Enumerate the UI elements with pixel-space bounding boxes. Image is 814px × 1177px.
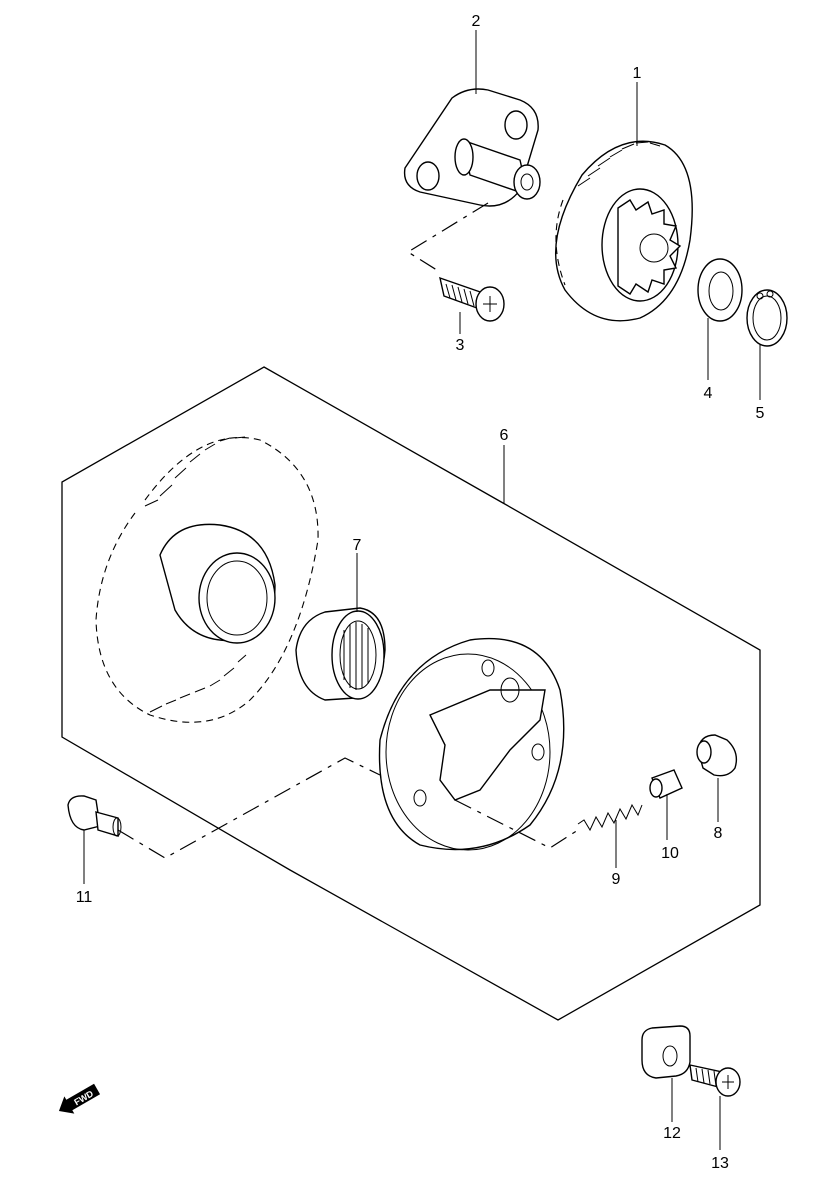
- callout-2: 2: [472, 13, 481, 30]
- part-12-lock-plate: [641, 1025, 691, 1079]
- part-10-plunger: [649, 769, 683, 799]
- part-6-starter-clutch-gear: [95, 436, 319, 723]
- callout-8: 8: [714, 825, 723, 842]
- callout-13: 13: [711, 1155, 729, 1172]
- assembly-outline: [61, 366, 761, 1021]
- callout-5: 5: [756, 405, 765, 422]
- callout-3: 3: [456, 337, 465, 354]
- part-13-screw: [689, 1064, 741, 1097]
- callout-1: 1: [633, 65, 642, 82]
- callout-4: 4: [704, 385, 713, 402]
- part-11-bolt: [67, 795, 122, 837]
- part-1-idler-gear: [555, 140, 693, 322]
- part-2-idler-bracket: [403, 88, 541, 207]
- part-7-needle-bearing: [295, 607, 386, 701]
- fwd-arrow-icon: FWD: [58, 1083, 101, 1114]
- callout-7: 7: [353, 537, 362, 554]
- part-5-circlip: [746, 289, 788, 347]
- callout-10: 10: [661, 845, 679, 862]
- callout-6: 6: [500, 427, 509, 444]
- callout-11: 11: [76, 889, 93, 906]
- part-4-washer: [697, 258, 743, 322]
- callout-9: 9: [612, 871, 621, 888]
- part-9-spring: [577, 803, 643, 832]
- part-8-cap: [696, 734, 738, 777]
- part-3-screw: [439, 276, 505, 322]
- alignment-line-bolt: [117, 757, 381, 859]
- part-6-clutch-housing: [378, 637, 565, 851]
- alignment-line-screw: [406, 202, 489, 273]
- callout-12: 12: [663, 1125, 681, 1142]
- leader-lines: [83, 30, 761, 1150]
